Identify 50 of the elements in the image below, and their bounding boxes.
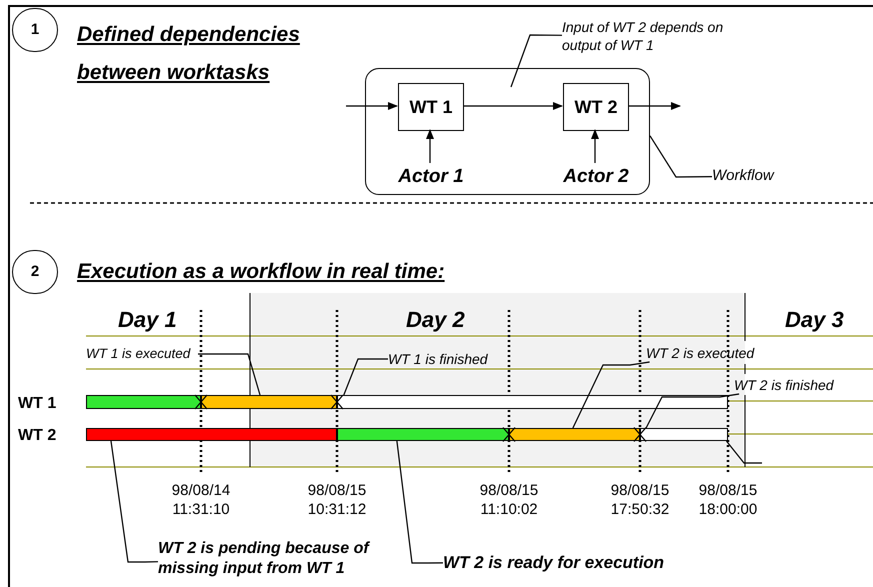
day-label: Day 1 xyxy=(118,306,178,334)
section-heading: Execution as a workflow in real time: xyxy=(77,259,446,285)
task-box xyxy=(398,83,464,131)
section-heading: Defined dependencies between worktasks xyxy=(77,22,301,86)
timeline-bar-segment xyxy=(86,395,201,409)
box-label: WT 1 xyxy=(410,96,452,118)
timeline-bar-segment xyxy=(201,395,337,409)
annotation-text: WT 2 is finished xyxy=(734,376,859,394)
arrow xyxy=(591,129,599,163)
leader-line xyxy=(343,358,388,396)
annotation-text: WT 2 is executed xyxy=(646,344,771,362)
leader-line xyxy=(396,440,443,564)
row-label: WT 2 xyxy=(18,426,58,446)
box-label: WT 2 xyxy=(574,96,618,118)
day-label: Day 2 xyxy=(406,306,466,334)
timestamp-label: 98/08/15 17:50:32 xyxy=(610,481,670,519)
leader-line xyxy=(726,440,762,464)
timestamp-label: 98/08/15 18:00:00 xyxy=(698,481,758,519)
arrow xyxy=(426,129,434,163)
timeline-bar-segment xyxy=(509,428,640,441)
leader-line xyxy=(198,353,261,396)
leader-line xyxy=(646,393,740,428)
arrow xyxy=(346,102,398,110)
leader-line xyxy=(110,440,158,563)
box-label: 1 xyxy=(30,20,40,40)
annotation-text: WT 1 is executed xyxy=(86,345,198,363)
annotation-text: WT 2 is ready for execution xyxy=(443,552,693,573)
box-label: 2 xyxy=(30,262,40,282)
leader-line xyxy=(572,361,650,428)
timestamp-label: 98/08/15 10:31:12 xyxy=(306,481,368,519)
annotation-text: Input of WT 2 depends on output of WT 1 xyxy=(562,18,730,54)
arrow xyxy=(628,102,681,110)
annotation-text: WT 2 is pending because of missing input from WT 1 xyxy=(158,539,403,579)
row-label: WT 1 xyxy=(18,394,58,414)
workflow-box xyxy=(365,68,650,195)
actor-label: Actor 1 xyxy=(386,164,476,189)
arrow xyxy=(463,102,563,110)
day-label: Day 3 xyxy=(785,306,845,334)
timeline-bar-segment xyxy=(640,428,728,441)
timestamp-label: 98/08/15 11:10:02 xyxy=(478,481,540,519)
actor-label: Actor 2 xyxy=(551,164,641,189)
timestamp-label: 98/08/14 11:31:10 xyxy=(170,481,232,519)
timeline-bar-segment xyxy=(337,395,728,409)
annotation-text: Workflow xyxy=(712,166,802,186)
annotation-text: WT 1 is finished xyxy=(388,350,528,368)
timeline-bar-segment xyxy=(86,428,337,441)
leader-line xyxy=(510,34,562,88)
leader-line xyxy=(650,135,712,178)
task-box xyxy=(563,83,629,131)
timeline-bar-segment xyxy=(337,428,509,441)
